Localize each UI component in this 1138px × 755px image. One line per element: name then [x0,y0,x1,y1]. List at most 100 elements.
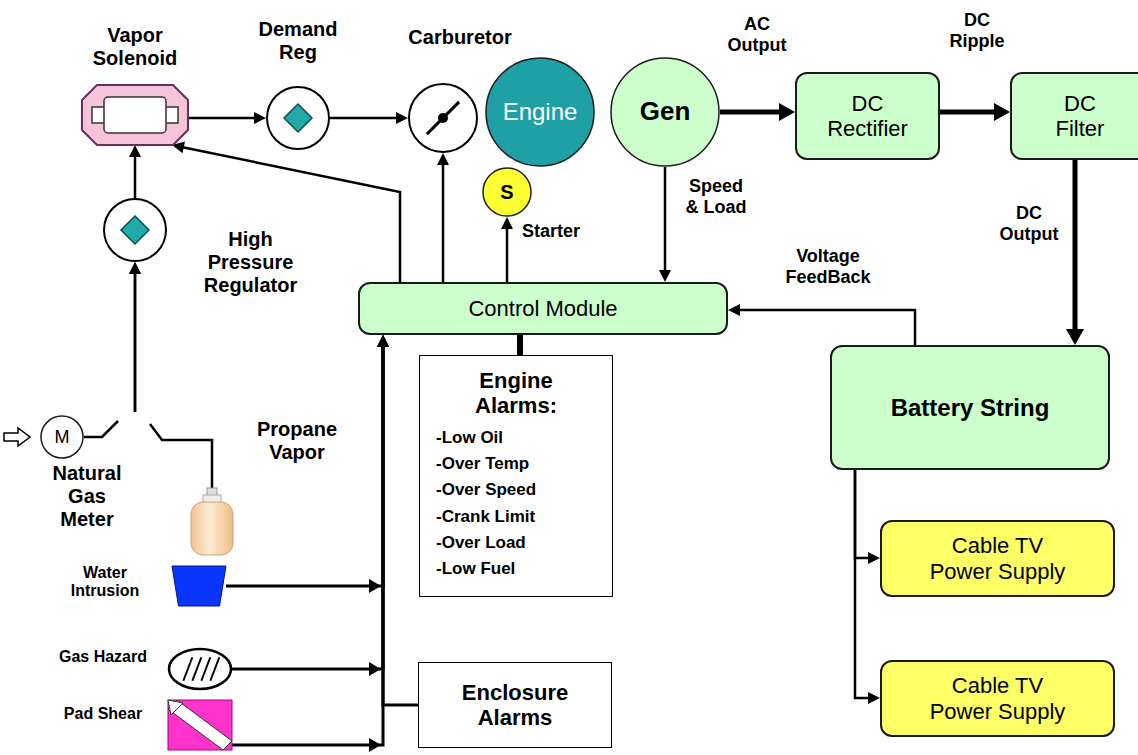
connector [501,217,513,282]
connector-line [855,470,872,698]
connector [232,335,389,745]
arrowhead [254,112,266,124]
process-box: DC Rectifier [795,72,940,160]
connector-line [226,343,383,586]
connector-label: DC Ripple [942,10,1012,51]
box-text: Cable TV Power Supply [928,533,1068,584]
connector-line [664,167,667,274]
list-item: -Crank Limit [436,504,535,530]
connector [720,103,795,121]
connector-line [135,270,212,488]
connector [129,262,212,488]
engine-circle: Engine [485,57,595,167]
process-box: DC Filter [1010,72,1138,160]
gas-sensor-outline [168,648,232,690]
arrowhead [437,153,449,165]
connector [226,335,389,586]
shape-label: Demand Reg [248,18,348,64]
arrowhead [396,112,408,124]
connector-label: Starter [522,221,580,242]
connector-line [134,153,137,198]
battery-box: Battery String [830,345,1110,470]
shape-label: Vapor Solenoid [83,24,187,70]
connector [520,335,521,355]
connector [1066,160,1084,345]
connector-line [517,335,523,355]
arrowhead [659,270,671,282]
connector-line [232,343,383,745]
connector-line [84,270,135,437]
arrowhead [994,103,1010,121]
regulator: High Pressure Regulator [103,198,167,262]
connector-label: AC Output [722,14,792,55]
list-item: -Over Load [436,530,526,556]
solenoid-valve-outline [82,85,188,145]
starter-circle: S [482,167,532,217]
box-text: Enclosure Alarms [440,680,590,731]
carburetor: Carburetor [408,83,478,153]
connector-line [720,110,784,115]
shear-sensor-outline [168,700,232,750]
shear-sensor: Pad Shear [168,700,232,750]
connector-line [188,117,258,120]
connector [84,262,141,437]
shape-label: Water Intrusion [55,564,155,601]
connector-line [442,161,445,282]
connector-line [940,110,999,115]
shape-label: Natural Gas Meter [42,462,132,531]
connector [188,112,266,124]
box-text: M [55,427,70,448]
alarm-list: Engine Alarms:-Low Oil-Over Temp-Over Sp… [419,355,613,597]
shape-label: Pad Shear [58,705,148,723]
list-item: -Low Fuel [436,556,515,582]
arrowhead [129,262,141,274]
connector-label: Voltage FeedBack [758,246,898,287]
box-text: DC Filter [1040,91,1120,142]
arrowhead [728,304,740,316]
arrowhead [129,145,141,157]
box-text: Cable TV Power Supply [928,673,1068,724]
connector [659,167,671,282]
connector-line [855,470,872,558]
alarm-box: Enclosure Alarms [418,662,612,748]
connector [232,335,389,669]
box-text: Engine [503,98,578,126]
box-text: Battery String [891,394,1050,422]
connector-line [330,117,400,120]
regulator: Demand Reg [266,86,330,150]
water-sensor: Water Intrusion [172,566,226,606]
connector [940,103,1010,121]
connector-line [1073,160,1078,334]
control-module: Control Module [358,282,728,335]
regulator-outline [266,86,330,150]
propane-tank-outline [190,488,234,556]
shape-label: Propane Vapor [242,418,352,464]
connector [855,470,880,564]
arrowhead [377,335,389,347]
box-text: S [500,181,513,204]
list-item: -Low Oil [436,425,503,451]
shape-label: Gas Hazard [58,648,148,666]
box-text: DC Rectifier [818,91,918,142]
water-sensor-outline [172,566,226,606]
connector [437,153,449,282]
shape-label: High Pressure Regulator [198,228,303,297]
gas-meter: MNatural Gas Meter [40,415,84,459]
connector-label: Speed & Load [682,176,750,217]
connector-label: DC Output [990,203,1068,244]
connector-line [736,310,915,345]
connector [330,112,408,124]
arrowhead [779,103,795,121]
propane-tank: Propane Vapor [190,488,234,556]
connector [377,335,418,705]
arrowhead [129,262,141,274]
power-supply-box: Cable TV Power Supply [880,660,1115,737]
arrowhead [377,335,389,347]
inflow-arrow [4,428,30,446]
arrowhead [1066,329,1084,345]
generator-circle: Gen [610,57,720,167]
shape-label: Carburetor [395,26,525,49]
arrowhead [868,692,880,704]
arrowhead [377,335,389,347]
connector [855,470,880,704]
